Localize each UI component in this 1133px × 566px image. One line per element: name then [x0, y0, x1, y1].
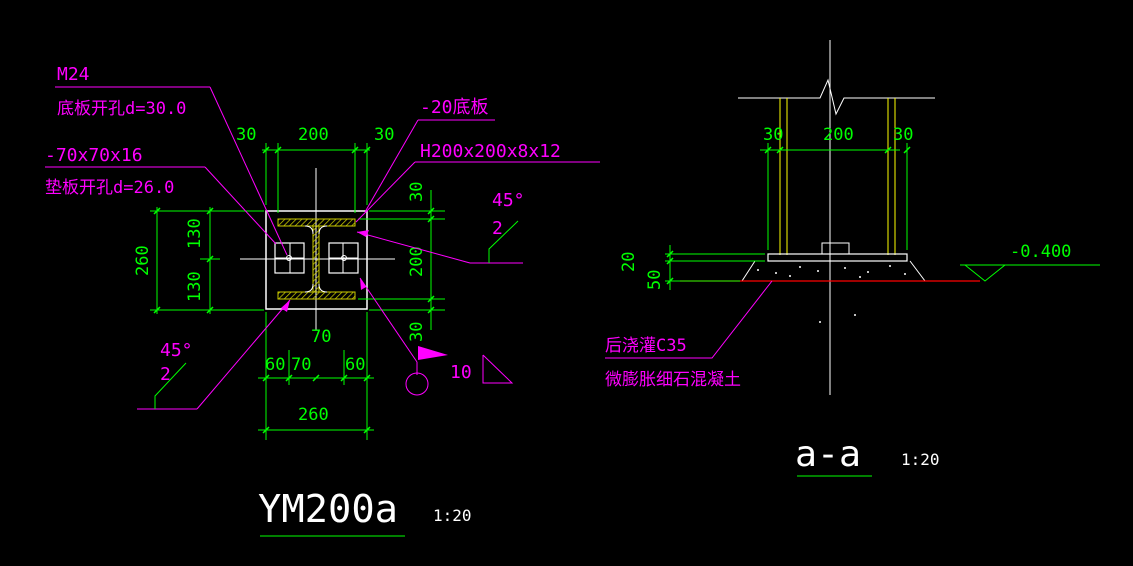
section-scale: 1:20 — [901, 450, 940, 469]
section-dim-top-right: 30 — [893, 125, 913, 145]
elevation-label: -0.400 — [1010, 242, 1071, 262]
dim-bottom-right: 60 — [345, 355, 365, 375]
weld-left-angle: 45° — [160, 340, 193, 361]
washer-right — [328, 242, 359, 274]
weld-right-size: 2 — [492, 218, 503, 239]
section-dim-left-top: 20 — [619, 252, 639, 272]
dim-bottom-mid: 70 — [311, 327, 331, 347]
section-dim-top-mid: 200 — [823, 125, 854, 145]
field-weld-circle — [405, 372, 429, 396]
grout-pad — [741, 260, 926, 282]
callout-base-plate: -20底板 — [420, 97, 489, 118]
callout-bolt-hole: 底板开孔d=30.0 — [57, 99, 186, 119]
dim-top-mid: 200 — [298, 125, 329, 145]
shear-key — [821, 242, 850, 255]
top-flange — [277, 218, 356, 227]
section-dim-left-bottom: 50 — [645, 270, 665, 290]
grout-note-1: 后浇灌C35 — [605, 336, 687, 356]
dim-bottom-center: 70 — [291, 355, 311, 375]
callout-washer: -70x70x16 — [45, 145, 143, 166]
dim-left-total: 260 — [133, 245, 153, 276]
callout-washer-hole: 垫板开孔d=26.0 — [45, 178, 174, 198]
dim-right-bottom: 30 — [407, 322, 427, 342]
dim-bottom-total: 260 — [298, 405, 329, 425]
dim-bottom-left: 60 — [265, 355, 285, 375]
dim-top-right: 30 — [374, 125, 394, 145]
weld-left-size: 2 — [160, 364, 171, 385]
callout-bolt: M24 — [57, 64, 90, 85]
weld-right-angle: 45° — [492, 190, 525, 211]
dim-left-bottom: 130 — [185, 271, 205, 302]
section-view: 30 200 30 20 50 -0.400 后浇灌C35 微膨胀细石混凝土 a… — [605, 40, 1100, 477]
section-title: a-a — [795, 434, 861, 475]
section-dim-top-left: 30 — [763, 125, 783, 145]
plan-view: 30 200 30 260 130 130 30 200 30 70 60 70… — [45, 64, 600, 537]
field-weld-size: 10 — [450, 362, 472, 383]
dim-left-top: 130 — [185, 218, 205, 249]
dim-right-top: 30 — [407, 182, 427, 202]
section-base-plate — [767, 253, 908, 262]
plan-title: YM200a — [258, 487, 398, 531]
weld-triangle-right — [482, 354, 514, 384]
dim-top-left: 30 — [236, 125, 256, 145]
grout-note-2: 微膨胀细石混凝土 — [605, 370, 741, 390]
web — [312, 225, 320, 293]
bottom-flange — [277, 291, 356, 300]
callout-section: H200x200x8x12 — [420, 141, 561, 162]
plan-scale: 1:20 — [433, 506, 472, 525]
washer-left — [274, 242, 305, 274]
base-plate — [265, 210, 368, 310]
dim-right-mid: 200 — [407, 246, 427, 277]
